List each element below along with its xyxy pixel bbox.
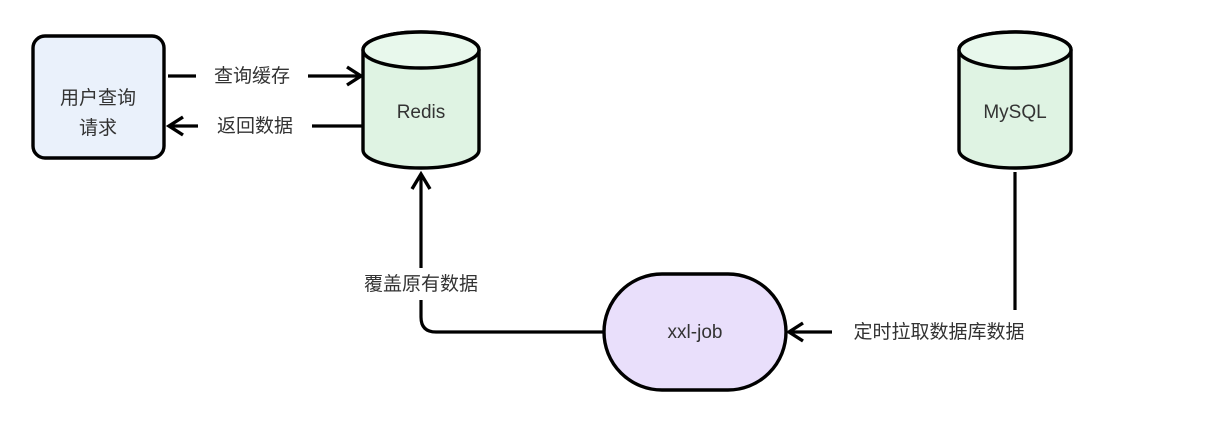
edge-label-return-data: 返回数据 — [217, 115, 293, 137]
arrow-head-icon — [785, 321, 804, 343]
node-user-request-shape[interactable] — [31, 34, 166, 160]
node-xxl-job-shape[interactable] — [602, 272, 788, 392]
edge-label-overwrite-data: 覆盖原有数据 — [364, 273, 478, 295]
edge-query-cache: 查询缓存 — [168, 65, 365, 87]
arrow-head-icon — [346, 65, 365, 87]
edge-overwrite-data: 覆盖原有数据 — [364, 170, 604, 334]
arrow-head-icon — [165, 115, 184, 137]
node-redis-top-ellipse — [361, 30, 481, 70]
edge-overwrite-data-elbow — [419, 300, 604, 334]
node-mysql[interactable]: MySQL — [957, 30, 1073, 170]
node-xxl-job[interactable]: xxl-job — [602, 272, 788, 392]
arrow-head-icon — [410, 170, 432, 190]
node-user-request[interactable]: 用户查询 请求 — [31, 34, 166, 160]
node-xxl-job-label: xxl-job — [668, 322, 723, 343]
edge-return-data: 返回数据 — [165, 115, 362, 137]
edge-label-scheduled-pull: 定时拉取数据库数据 — [853, 321, 1024, 343]
node-mysql-label: MySQL — [983, 102, 1046, 123]
node-redis[interactable]: Redis — [361, 30, 481, 170]
edge-scheduled-pull: 定时拉取数据库数据 — [785, 172, 1025, 343]
edge-label-query-cache: 查询缓存 — [214, 65, 290, 87]
node-user-request-label-line1: 用户查询 — [60, 87, 136, 109]
node-redis-label: Redis — [397, 102, 446, 123]
node-mysql-top-ellipse — [957, 30, 1073, 70]
node-user-request-label-line2: 请求 — [79, 117, 117, 139]
